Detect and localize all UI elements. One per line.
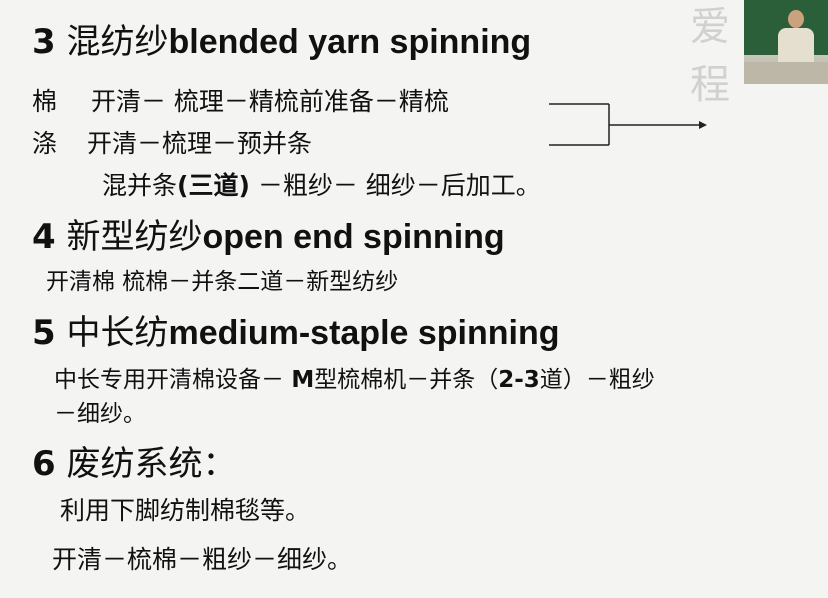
polyester-label: 涤 bbox=[32, 129, 58, 158]
heading-number: 4 bbox=[32, 217, 56, 257]
heading-number: 5 bbox=[32, 313, 56, 353]
heading-waste-spinning: 6 废纺系统： bbox=[32, 436, 236, 485]
video-desk bbox=[744, 62, 828, 84]
blend-drawing-c: －粗纱－ 细纱－后加工。 bbox=[249, 171, 541, 200]
heading-cn: 新型纺纱 bbox=[66, 217, 203, 257]
cotton-flow: 开清－ 梳理－精梳前准备－精梳 bbox=[90, 87, 449, 116]
heading-en: open end spinning bbox=[202, 218, 505, 256]
blend-drawing-line: 混并条(三道) －粗纱－ 细纱－后加工。 bbox=[102, 166, 541, 202]
heading-medium-staple: 5 中长纺medium-staple spinning bbox=[32, 305, 560, 354]
waste-process-line: 开清－梳棉－粗纱－细纱。 bbox=[52, 545, 353, 574]
medium-staple-process-line-2: －细纱。 bbox=[54, 401, 146, 427]
heading-cn: 中长纺 bbox=[66, 313, 169, 353]
presenter-body bbox=[778, 28, 814, 68]
blend-drawing-b: (三道) bbox=[177, 171, 250, 200]
waste-usage-line: 利用下脚纺制棉毯等。 bbox=[60, 496, 311, 525]
medium-flow-c: 型梳棉机－并条（ bbox=[314, 367, 499, 393]
polyester-process-line: 涤 开清－梳理－预并条 bbox=[32, 124, 312, 160]
heading-open-end: 4 新型纺纱open end spinning bbox=[32, 209, 505, 258]
cotton-process-line: 棉 开清－ 梳理－精梳前准备－精梳 bbox=[32, 82, 449, 118]
heading-number: 3 bbox=[32, 22, 56, 62]
blend-drawing-a: 混并条 bbox=[102, 171, 178, 200]
medium-flow-b: M bbox=[291, 367, 315, 393]
heading-number: 6 bbox=[32, 444, 56, 484]
open-end-process-line: 开清棉 梳棉－并条二道－新型纺纱 bbox=[46, 269, 399, 295]
medium-staple-process-line: 中长专用开清棉设备－ M型梳棉机－并条（2-3道）－粗纱 bbox=[54, 360, 655, 394]
heading-blended-yarn: 3 混纺纱blended yarn spinning bbox=[32, 14, 531, 63]
merge-bracket-arrow bbox=[549, 103, 707, 146]
medium-flow-a: 中长专用开清棉设备－ bbox=[54, 367, 292, 393]
cotton-label: 棉 bbox=[32, 87, 58, 116]
heading-cn: 混纺纱 bbox=[66, 22, 169, 62]
presenter-head bbox=[788, 10, 804, 28]
heading-en: blended yarn spinning bbox=[168, 23, 532, 61]
polyester-flow: 开清－梳理－预并条 bbox=[86, 129, 312, 158]
medium-flow-e: 道）－粗纱 bbox=[539, 367, 655, 393]
heading-en: medium-staple spinning bbox=[168, 314, 560, 352]
presenter-video-thumbnail bbox=[744, 0, 828, 84]
medium-flow-d: 2-3 bbox=[498, 367, 540, 393]
heading-cn: 废纺系统： bbox=[66, 444, 237, 484]
